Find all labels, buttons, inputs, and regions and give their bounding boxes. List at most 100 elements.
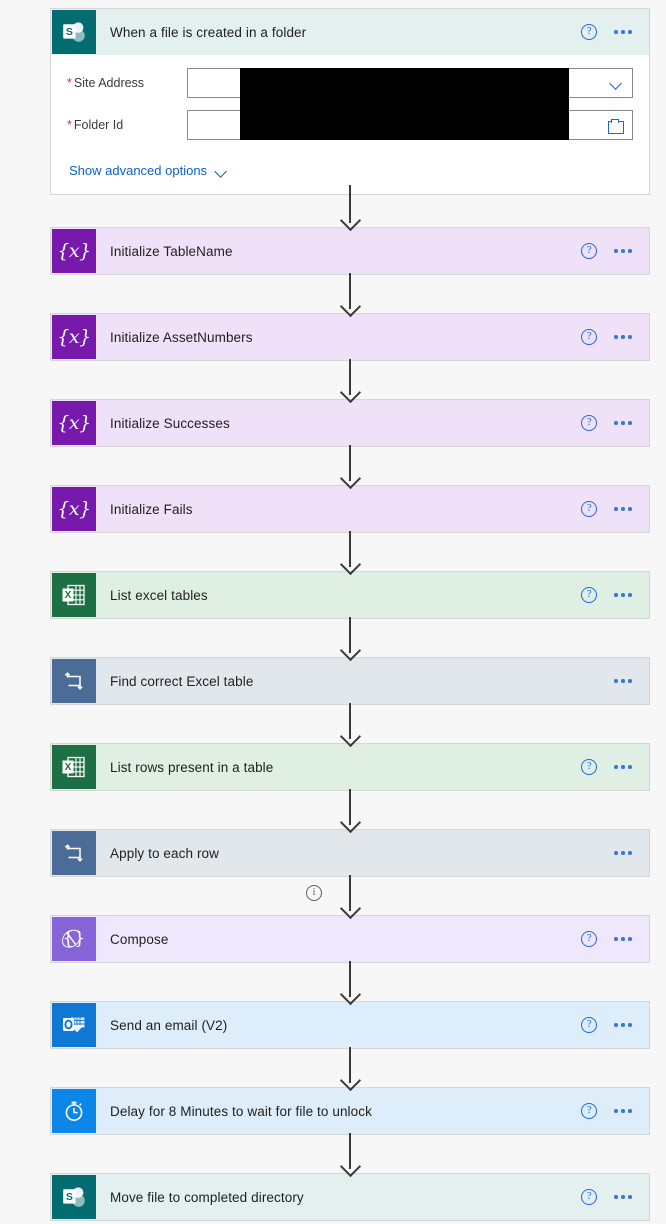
help-icon[interactable]: ?: [581, 329, 598, 345]
step-card-initialize-tablename[interactable]: {x} Initialize TableName?: [50, 227, 650, 275]
step-header-actions: ?: [581, 314, 649, 360]
compose-icon: {⃠}: [52, 917, 96, 961]
step-header-actions: ?: [581, 486, 649, 532]
step-card-delay-for-8-minutes[interactable]: Delay for 8 Minutes to wait for file to …: [50, 1087, 650, 1135]
step-card-send-an-email-v2[interactable]: Send an email (V2)?: [50, 1001, 650, 1049]
step-title: Initialize AssetNumbers: [110, 329, 253, 345]
more-options-icon[interactable]: [614, 507, 632, 511]
step-header-apply-to-each-row[interactable]: Apply to each row?: [51, 830, 649, 876]
more-options-icon[interactable]: [614, 249, 632, 253]
more-options-icon[interactable]: [614, 421, 632, 425]
connector-arrow-icon: [339, 1163, 361, 1175]
step-header-delay-for-8-minutes[interactable]: Delay for 8 Minutes to wait for file to …: [51, 1088, 649, 1134]
connector-arrow-icon: [339, 991, 361, 1003]
excel-icon: X: [52, 573, 96, 617]
step-title: Find correct Excel table: [110, 673, 254, 689]
step-header-actions: ?: [581, 658, 649, 704]
step-header-initialize-tablename[interactable]: {x} Initialize TableName?: [51, 228, 649, 274]
sharepoint-icon: S: [52, 1175, 96, 1219]
step-header-actions: ?: [581, 1002, 649, 1048]
outlook-icon: [52, 1003, 96, 1047]
step-card-initialize-successes[interactable]: {x}Initialize Successes?: [50, 399, 650, 447]
more-options-icon[interactable]: [614, 593, 632, 597]
more-options-icon[interactable]: [614, 1023, 632, 1027]
info-icon[interactable]: i: [306, 885, 322, 901]
step-header-actions: ?: [581, 1174, 649, 1220]
step-header-actions: ?: [581, 572, 649, 618]
help-icon[interactable]: ?: [581, 1189, 598, 1205]
help-icon[interactable]: ?: [581, 1017, 598, 1033]
more-options-icon[interactable]: [614, 1195, 632, 1199]
more-options-icon[interactable]: [614, 30, 632, 34]
connector-arrow-icon: [339, 819, 361, 831]
connector-line: [349, 789, 351, 825]
chevron-down-icon[interactable]: [610, 79, 623, 87]
step-title: Apply to each row: [110, 845, 220, 861]
help-icon[interactable]: ?: [581, 501, 598, 517]
more-options-icon[interactable]: [614, 765, 632, 769]
step-header-actions: ?: [581, 830, 649, 876]
stopwatch-icon: [52, 1089, 96, 1133]
step-header-initialize-assetnumbers[interactable]: {x} Initialize AssetNumbers?: [51, 314, 649, 360]
step-header-actions: ?: [581, 1088, 649, 1134]
step-header-initialize-successes[interactable]: {x}Initialize Successes?: [51, 400, 649, 446]
step-card-find-correct-excel-table[interactable]: Find correct Excel table?: [50, 657, 650, 705]
svg-text:X: X: [65, 762, 72, 773]
show-advanced-options-link[interactable]: Show advanced options: [67, 149, 633, 194]
step-title: Compose: [110, 931, 169, 947]
more-options-icon[interactable]: [614, 937, 632, 941]
help-icon[interactable]: ?: [581, 24, 598, 40]
required-indicator: *: [67, 118, 72, 132]
connector-line: [349, 617, 351, 653]
variable-icon: {x}: [52, 401, 96, 445]
trigger-card[interactable]: S When a file is created in a folder ? *…: [50, 8, 650, 195]
connector-line: [349, 875, 351, 911]
step-card-initialize-fails[interactable]: {x}Initialize Fails?: [50, 485, 650, 533]
trigger-card-header[interactable]: S When a file is created in a folder ?: [51, 9, 649, 55]
variable-icon: {x}: [52, 315, 96, 359]
help-icon[interactable]: ?: [581, 587, 598, 603]
variable-icon: {x}: [52, 487, 96, 531]
help-icon[interactable]: ?: [581, 243, 598, 259]
connector-line: [349, 531, 351, 567]
step-title: Initialize TableName: [110, 243, 233, 259]
help-icon[interactable]: ?: [581, 415, 598, 431]
help-icon[interactable]: ?: [581, 1103, 598, 1119]
step-header-initialize-fails[interactable]: {x}Initialize Fails?: [51, 486, 649, 532]
help-icon[interactable]: ?: [581, 931, 598, 947]
step-card-compose[interactable]: {⃠} Compose?: [50, 915, 650, 963]
connector-arrow-icon: [339, 217, 361, 229]
folder-id-label-text: Folder Id: [73, 118, 124, 132]
connector-line: [349, 703, 351, 739]
step-header-compose[interactable]: {⃠} Compose?: [51, 916, 649, 962]
connector-arrow-icon: [339, 905, 361, 917]
step-card-apply-to-each-row[interactable]: Apply to each row?: [50, 829, 650, 877]
folder-icon[interactable]: [608, 118, 624, 134]
more-options-icon[interactable]: [614, 679, 632, 683]
more-options-icon[interactable]: [614, 335, 632, 339]
connector-arrow-icon: [339, 1077, 361, 1089]
excel-icon: X: [52, 745, 96, 789]
step-header-find-correct-excel-table[interactable]: Find correct Excel table?: [51, 658, 649, 704]
connector-arrow-icon: [339, 647, 361, 659]
variable-icon: {x}: [52, 229, 96, 273]
step-header-actions: ?: [581, 744, 649, 790]
site-address-label: *Site Address: [67, 76, 187, 90]
svg-text:S: S: [66, 1191, 73, 1203]
help-icon[interactable]: ?: [581, 759, 598, 775]
step-header-actions: ?: [581, 916, 649, 962]
more-options-icon[interactable]: [614, 851, 632, 855]
connector-arrow-icon: [339, 561, 361, 573]
more-options-icon[interactable]: [614, 1109, 632, 1113]
connector-arrow-icon: [339, 389, 361, 401]
step-header-send-an-email-v2[interactable]: Send an email (V2)?: [51, 1002, 649, 1048]
connector-line: [349, 1047, 351, 1083]
step-card-initialize-assetnumbers[interactable]: {x} Initialize AssetNumbers?: [50, 313, 650, 361]
connector-line: [349, 961, 351, 997]
